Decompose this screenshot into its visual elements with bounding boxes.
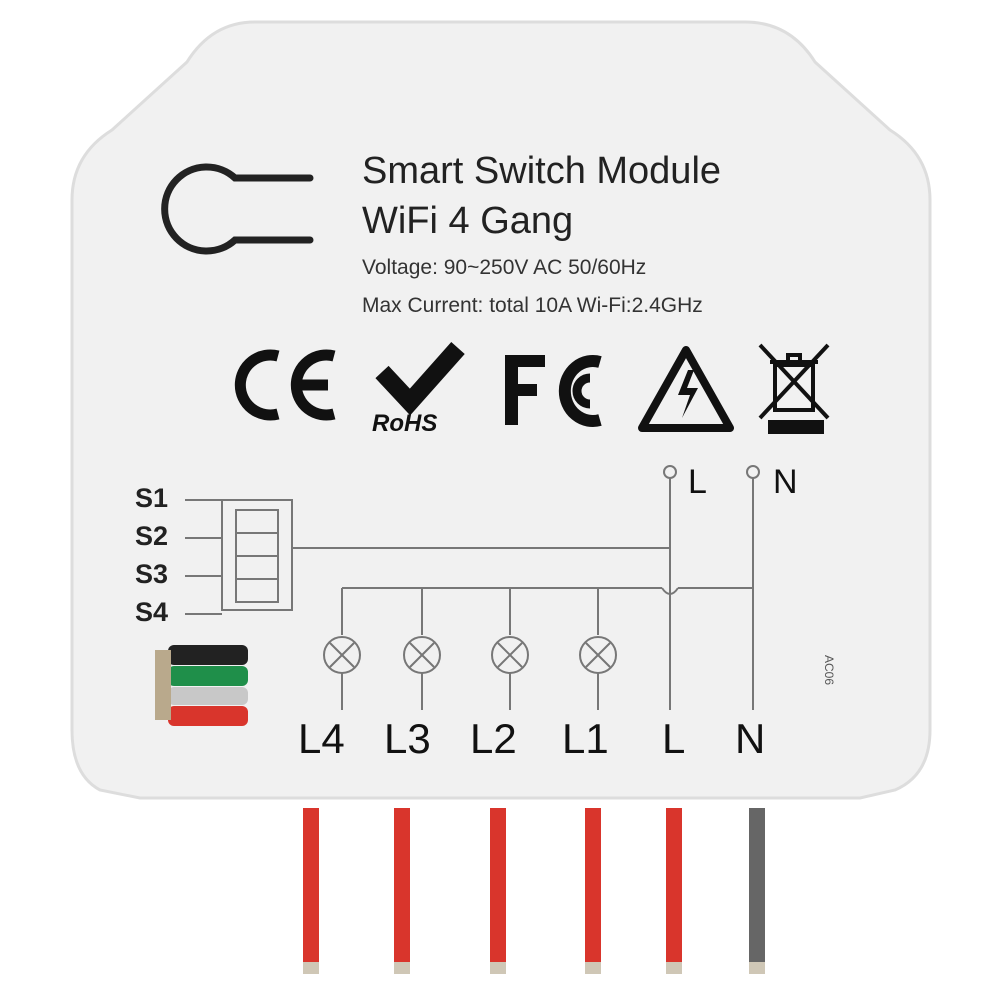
- model-code: AC06: [822, 655, 836, 686]
- switch-terminal-block: [185, 499, 293, 615]
- switch-input-s1: S1: [135, 483, 169, 513]
- product-title: Smart Switch Module: [362, 150, 722, 192]
- power-input-n: N: [773, 463, 798, 501]
- wire-n: [749, 808, 765, 974]
- terminal-l2: L2: [470, 715, 517, 762]
- weee-crossed-bin-icon: [758, 343, 830, 434]
- voltage-spec: Voltage: 90~250V AC 50/60Hz: [362, 256, 647, 279]
- ce-mark-icon: [234, 349, 336, 421]
- rohs-check-icon: [375, 342, 465, 416]
- wire-l1: [585, 808, 601, 974]
- terminal-l: L: [662, 715, 686, 762]
- rohs-label: RoHS: [372, 410, 438, 437]
- current-spec: Max Current: total 10A Wi-Fi:2.4GHz: [362, 294, 703, 317]
- switch-input-s4: S4: [135, 597, 169, 627]
- terminal-l3: L3: [384, 715, 431, 762]
- terminal-l4: L4: [298, 715, 345, 762]
- keyhole-logo-icon: [161, 163, 314, 255]
- product-subtitle: WiFi 4 Gang: [362, 200, 574, 242]
- wire-l3: [394, 808, 410, 974]
- power-input-l: L: [688, 463, 707, 501]
- lamp-icon-l4: [323, 636, 361, 710]
- wire-l: [666, 808, 682, 974]
- lamp-icon-l2: [491, 636, 529, 710]
- terminal-l1: L1: [562, 715, 609, 762]
- terminal-n: N: [735, 715, 766, 762]
- switch-input-s2: S2: [135, 521, 169, 551]
- wire-l2: [490, 808, 506, 974]
- lamp-icon-l3: [403, 636, 441, 710]
- switch-cable-bundle: [155, 645, 248, 726]
- high-voltage-warning-icon: [638, 346, 734, 432]
- fcc-icon: [505, 355, 602, 427]
- switch-input-s3: S3: [135, 559, 169, 589]
- wiring-diagram: [292, 465, 760, 710]
- module-housing: [70, 20, 932, 800]
- lamp-icon-l1: [579, 636, 617, 710]
- wire-l4: [303, 808, 319, 974]
